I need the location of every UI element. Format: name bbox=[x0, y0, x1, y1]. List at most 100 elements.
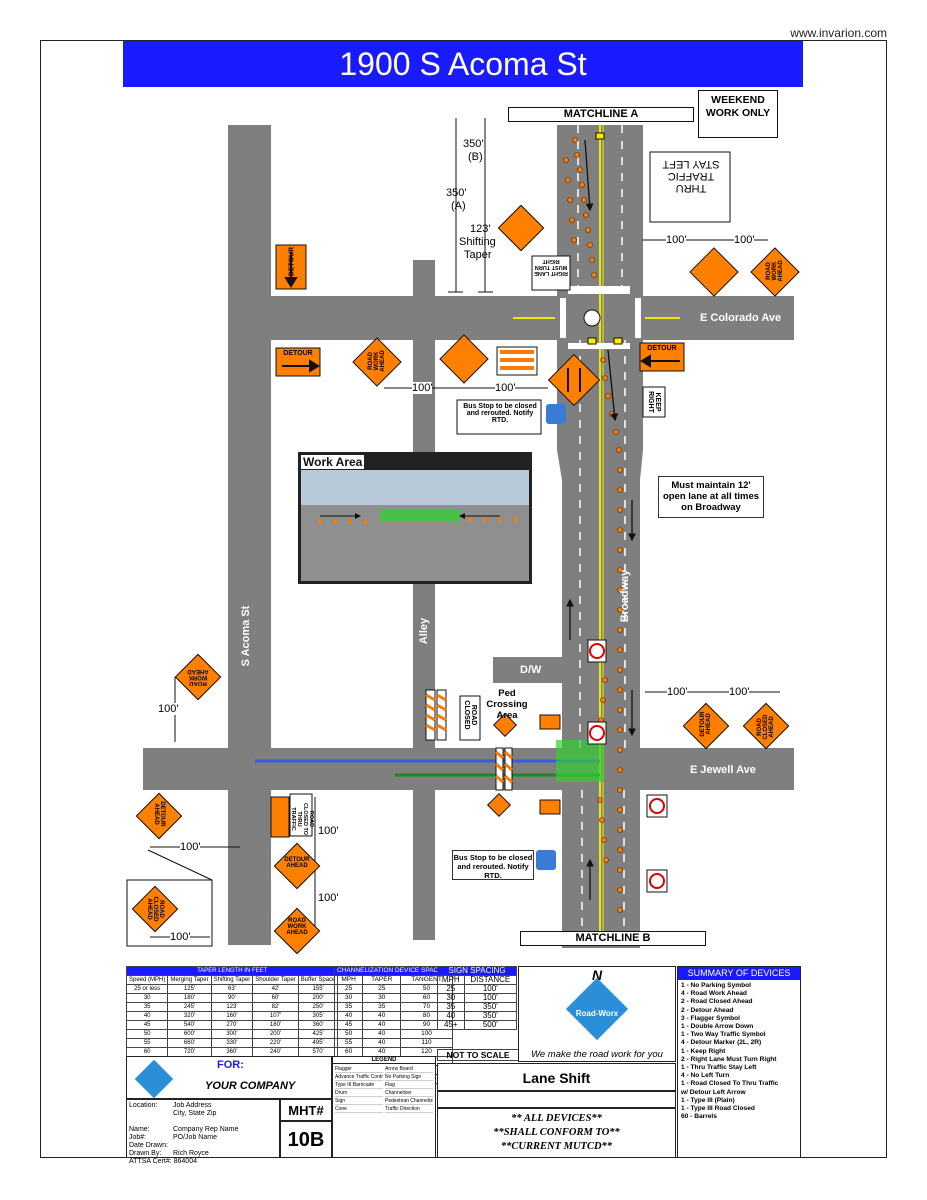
summary-item: 2 - Right Lane Must Turn Right bbox=[681, 1055, 777, 1063]
summary-item: 4 - Detour Marker (2L, 2R) bbox=[681, 1039, 762, 1047]
taper-cell: 155' bbox=[297, 984, 339, 994]
north-label: N bbox=[591, 967, 603, 983]
ped-crossing-label: Ped Crossing Area bbox=[486, 688, 528, 721]
regulatory-signs bbox=[289, 151, 731, 837]
mht-label: MHT# bbox=[280, 1099, 332, 1121]
taper-cell: 30 bbox=[125, 993, 169, 1003]
tagline: We make the road work for you bbox=[531, 1049, 663, 1060]
detour-sign-text-3: DETOUR bbox=[647, 345, 677, 352]
summary-item: 60 - Barrels bbox=[681, 1113, 717, 1121]
chan-header: MPH bbox=[333, 975, 364, 985]
summary-item: 1 - Double Arrow Down bbox=[681, 1023, 754, 1031]
jewell-road bbox=[143, 748, 794, 790]
chan-cell: 35 bbox=[333, 1002, 364, 1012]
chan-cell: 30 bbox=[362, 993, 402, 1003]
name-value: Company Rep Name bbox=[173, 1126, 239, 1133]
website-label: www.invarion.com bbox=[790, 26, 887, 40]
taper-cell: 360' bbox=[297, 1020, 339, 1030]
dim-b-label: (B) bbox=[468, 151, 483, 163]
barrel-group bbox=[563, 137, 623, 913]
chan-cell: 50 bbox=[333, 1029, 364, 1039]
road-closed-barricade-label: ROAD CLOSED bbox=[463, 700, 477, 730]
traffic-control-diagram bbox=[126, 118, 800, 955]
road-work-ahead-1: ROAD WORK AHEAD bbox=[368, 350, 386, 372]
job-key: Job#: bbox=[129, 1134, 147, 1141]
legend-item: Traffic Direction bbox=[385, 1106, 433, 1113]
page-title: 1900 S Acoma St bbox=[123, 41, 803, 87]
warning-signs bbox=[131, 204, 800, 955]
road-closed-ahead-1: ROAD CLOSED AHEAD bbox=[757, 714, 775, 740]
dim-350-a: 350' bbox=[446, 187, 467, 199]
taper-cell: 180' bbox=[252, 1020, 299, 1030]
no-left-turn-signs bbox=[587, 639, 668, 893]
chan-cell: 40 bbox=[362, 1029, 402, 1039]
taper-cell: 42' bbox=[252, 984, 299, 994]
dim-100-acoma-1: 100' bbox=[318, 825, 339, 837]
taper-header: Shifting Taper bbox=[210, 975, 254, 985]
for-label: FOR: bbox=[217, 1059, 244, 1071]
legend-item: No Parking Sign bbox=[385, 1074, 433, 1081]
sign-spacing-row: 45+500' bbox=[437, 1020, 518, 1030]
dim-100-ne-1: 100' bbox=[666, 234, 687, 246]
street-alley: Alley bbox=[418, 617, 430, 645]
taper-cell: 320' bbox=[167, 1011, 212, 1021]
acoma-road bbox=[228, 125, 271, 945]
legend-item: Arrow Board bbox=[385, 1066, 433, 1073]
chan-cell: 40 bbox=[333, 1011, 364, 1021]
taper-header: Merging Taper bbox=[167, 975, 212, 985]
dim-100-west: 100' bbox=[158, 703, 179, 715]
matchline-b: MATCHLINE B bbox=[520, 931, 706, 946]
logo-panel: N Road-Worx We make the road work for yo… bbox=[518, 966, 676, 1062]
dim-350-b: 350' bbox=[463, 138, 484, 150]
taper-cell: 90' bbox=[210, 993, 254, 1003]
taper-cell: 200' bbox=[252, 1029, 299, 1039]
date-key: Date Drawn: bbox=[129, 1142, 168, 1149]
summary-item: 1 - No Parking Symbol bbox=[681, 982, 751, 989]
taper-header: Speed (MPH) bbox=[125, 975, 169, 985]
legend-item: Flag bbox=[385, 1082, 433, 1089]
location-key: Location: bbox=[129, 1102, 158, 1109]
detour-ahead-3: DETOUR AHEAD bbox=[153, 801, 165, 827]
taper-cell: 60' bbox=[252, 993, 299, 1003]
summary-item: 1 - Two Way Traffic Symbol bbox=[681, 1031, 766, 1039]
legend-item: Advance Traffic Control bbox=[335, 1074, 383, 1081]
taper-cell: 123' bbox=[210, 1002, 254, 1012]
taper-cell: 270' bbox=[210, 1020, 254, 1030]
road-work-ahead-4: ROAD WORK AHEAD bbox=[286, 918, 308, 936]
taper-cell: 425' bbox=[297, 1029, 339, 1039]
atssa-value: 864004 bbox=[173, 1158, 197, 1165]
chan-cell: 35 bbox=[362, 1002, 402, 1012]
type-iii-barricade bbox=[425, 346, 538, 791]
thru-traffic-sign: THRU TRAFFIC STAY LEFT bbox=[662, 158, 720, 194]
legend-item: Pedestrian Channelizing Device bbox=[385, 1098, 433, 1105]
detour-sign-text-1: DETOUR bbox=[288, 246, 296, 277]
keep-right-sign: KEEP RIGHT bbox=[647, 391, 661, 413]
dim-100-se-2: 100' bbox=[729, 686, 750, 698]
driveway bbox=[493, 657, 563, 683]
summary-item: 1 - Type III (Plain) bbox=[681, 1096, 735, 1104]
chan-cell: 30 bbox=[333, 993, 364, 1003]
taper-cell: 63' bbox=[210, 984, 254, 994]
chan-cell: 100 bbox=[400, 1029, 453, 1039]
dim-100-colorado-1: 100' bbox=[412, 382, 433, 394]
legend-item: Channelizer bbox=[385, 1090, 433, 1097]
road-work-ahead-3: ROAD WORK AHEAD bbox=[187, 668, 209, 686]
taper-cell: 250' bbox=[297, 1002, 339, 1012]
chan-cell: 40 bbox=[362, 1011, 402, 1021]
dim-100-acoma-2: 100' bbox=[318, 892, 339, 904]
taper-cell: 305' bbox=[297, 1011, 339, 1021]
street-broadway: Broadway bbox=[619, 569, 631, 623]
summary-item: 3 - Flagger Symbol bbox=[681, 1014, 740, 1022]
drawn-key: Drawn By: bbox=[129, 1150, 162, 1157]
mht-value: 10B bbox=[280, 1121, 332, 1158]
chan-cell: 55 bbox=[333, 1038, 364, 1048]
taper-cell: 330' bbox=[210, 1038, 254, 1048]
